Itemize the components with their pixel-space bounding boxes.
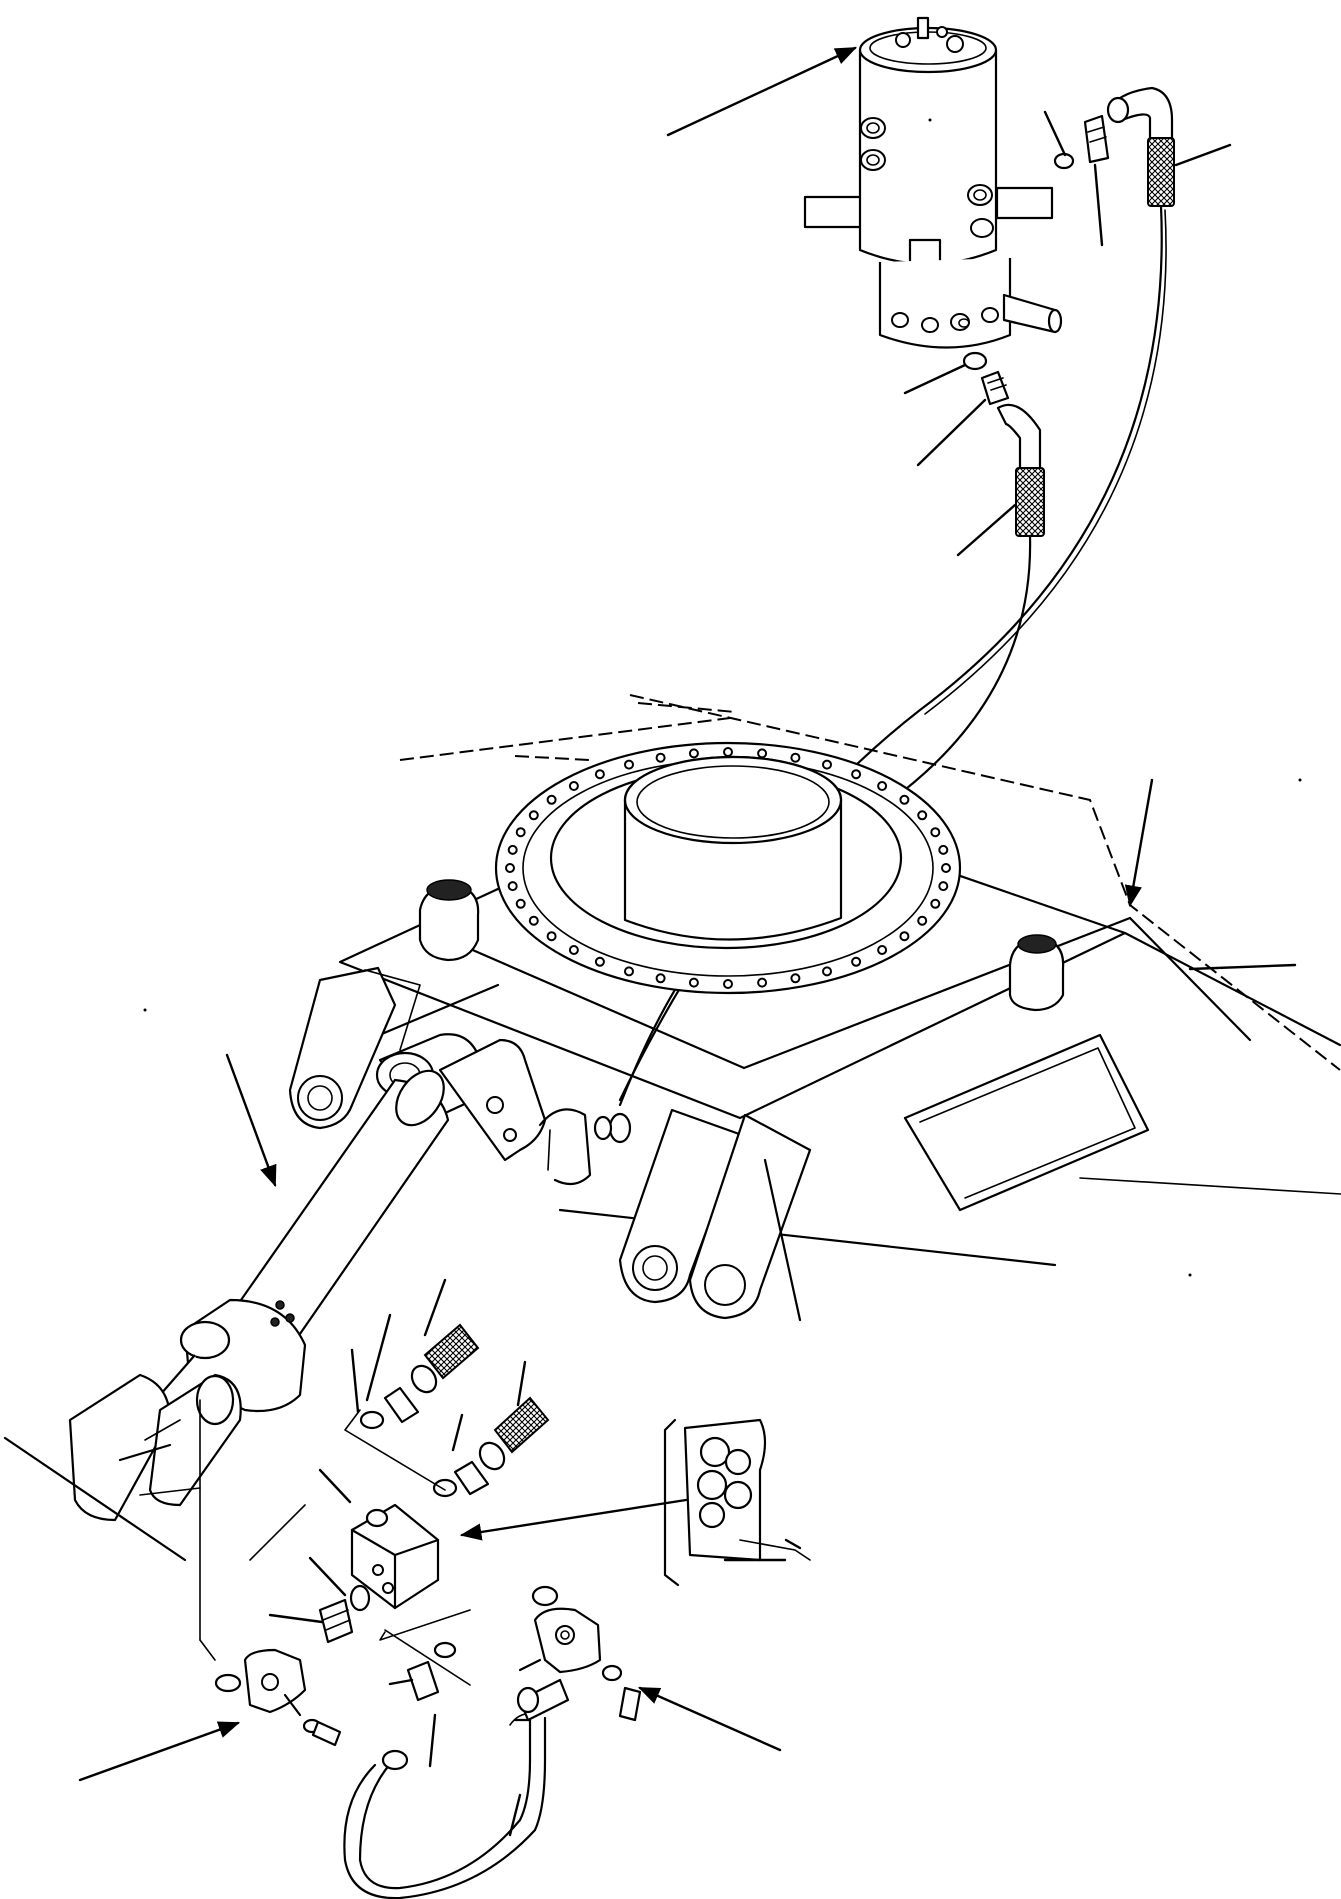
bolt-hole <box>594 956 605 967</box>
leader-lines <box>78 46 1297 1837</box>
bolt-hole <box>594 769 605 780</box>
distribution-block <box>350 1503 440 1610</box>
bolt-hole <box>941 863 951 873</box>
hose-clamp <box>538 1108 632 1186</box>
bolt-hole <box>624 759 634 770</box>
bolt-hole <box>528 810 539 821</box>
bolt-hole <box>790 973 801 984</box>
bolt-hole <box>507 844 518 855</box>
swivel-tab-left <box>803 195 865 229</box>
bolt-hole <box>917 810 928 821</box>
bolt-hole <box>723 979 733 989</box>
swivel-tab-right <box>995 186 1054 220</box>
bolt-hole <box>899 794 910 805</box>
bolt-hole <box>822 966 832 977</box>
seal-kit-inset <box>663 1418 767 1587</box>
bolt-hole <box>757 748 768 759</box>
bolt-hole <box>505 863 515 873</box>
steering-cylinder <box>3 1033 547 1562</box>
bolt-hole <box>930 898 941 909</box>
frame <box>288 694 1341 1322</box>
bolt-hole <box>655 973 666 984</box>
bolt-hole <box>757 977 768 988</box>
bolt-hole <box>790 752 801 763</box>
bolt-hole <box>877 945 888 955</box>
bolt-hole <box>624 966 634 977</box>
swivel-lower-fitting <box>962 351 1045 537</box>
bolt-hole <box>917 915 928 926</box>
block-fittings <box>214 1323 642 1899</box>
bolt-hole <box>515 898 526 909</box>
bolt-hole <box>507 881 518 892</box>
bolt-hole <box>568 945 579 955</box>
bolt-hole <box>938 844 949 855</box>
bolt-hole <box>528 915 539 926</box>
bolt-hole <box>822 759 832 770</box>
bolt-hole <box>723 747 733 757</box>
bolt-hole <box>899 931 910 942</box>
bolt-hole <box>655 752 666 763</box>
bolt-hole <box>688 977 699 988</box>
bolt-hole <box>568 781 579 791</box>
bolt-hole <box>515 827 526 838</box>
swivel-joint <box>803 16 1063 349</box>
swivel-upper-fitting <box>1053 86 1175 207</box>
bolt-hole <box>938 881 949 892</box>
bolt-hole <box>851 769 862 780</box>
bolt-hole <box>851 956 862 967</box>
bolt-hole <box>688 748 699 759</box>
turntable-bolt-holes <box>505 747 951 989</box>
bolt-hole <box>546 931 557 942</box>
stray-marks <box>143 118 1302 1277</box>
bolt-hole <box>930 827 941 838</box>
bolt-hole <box>546 794 557 805</box>
bolt-hole <box>877 781 888 791</box>
